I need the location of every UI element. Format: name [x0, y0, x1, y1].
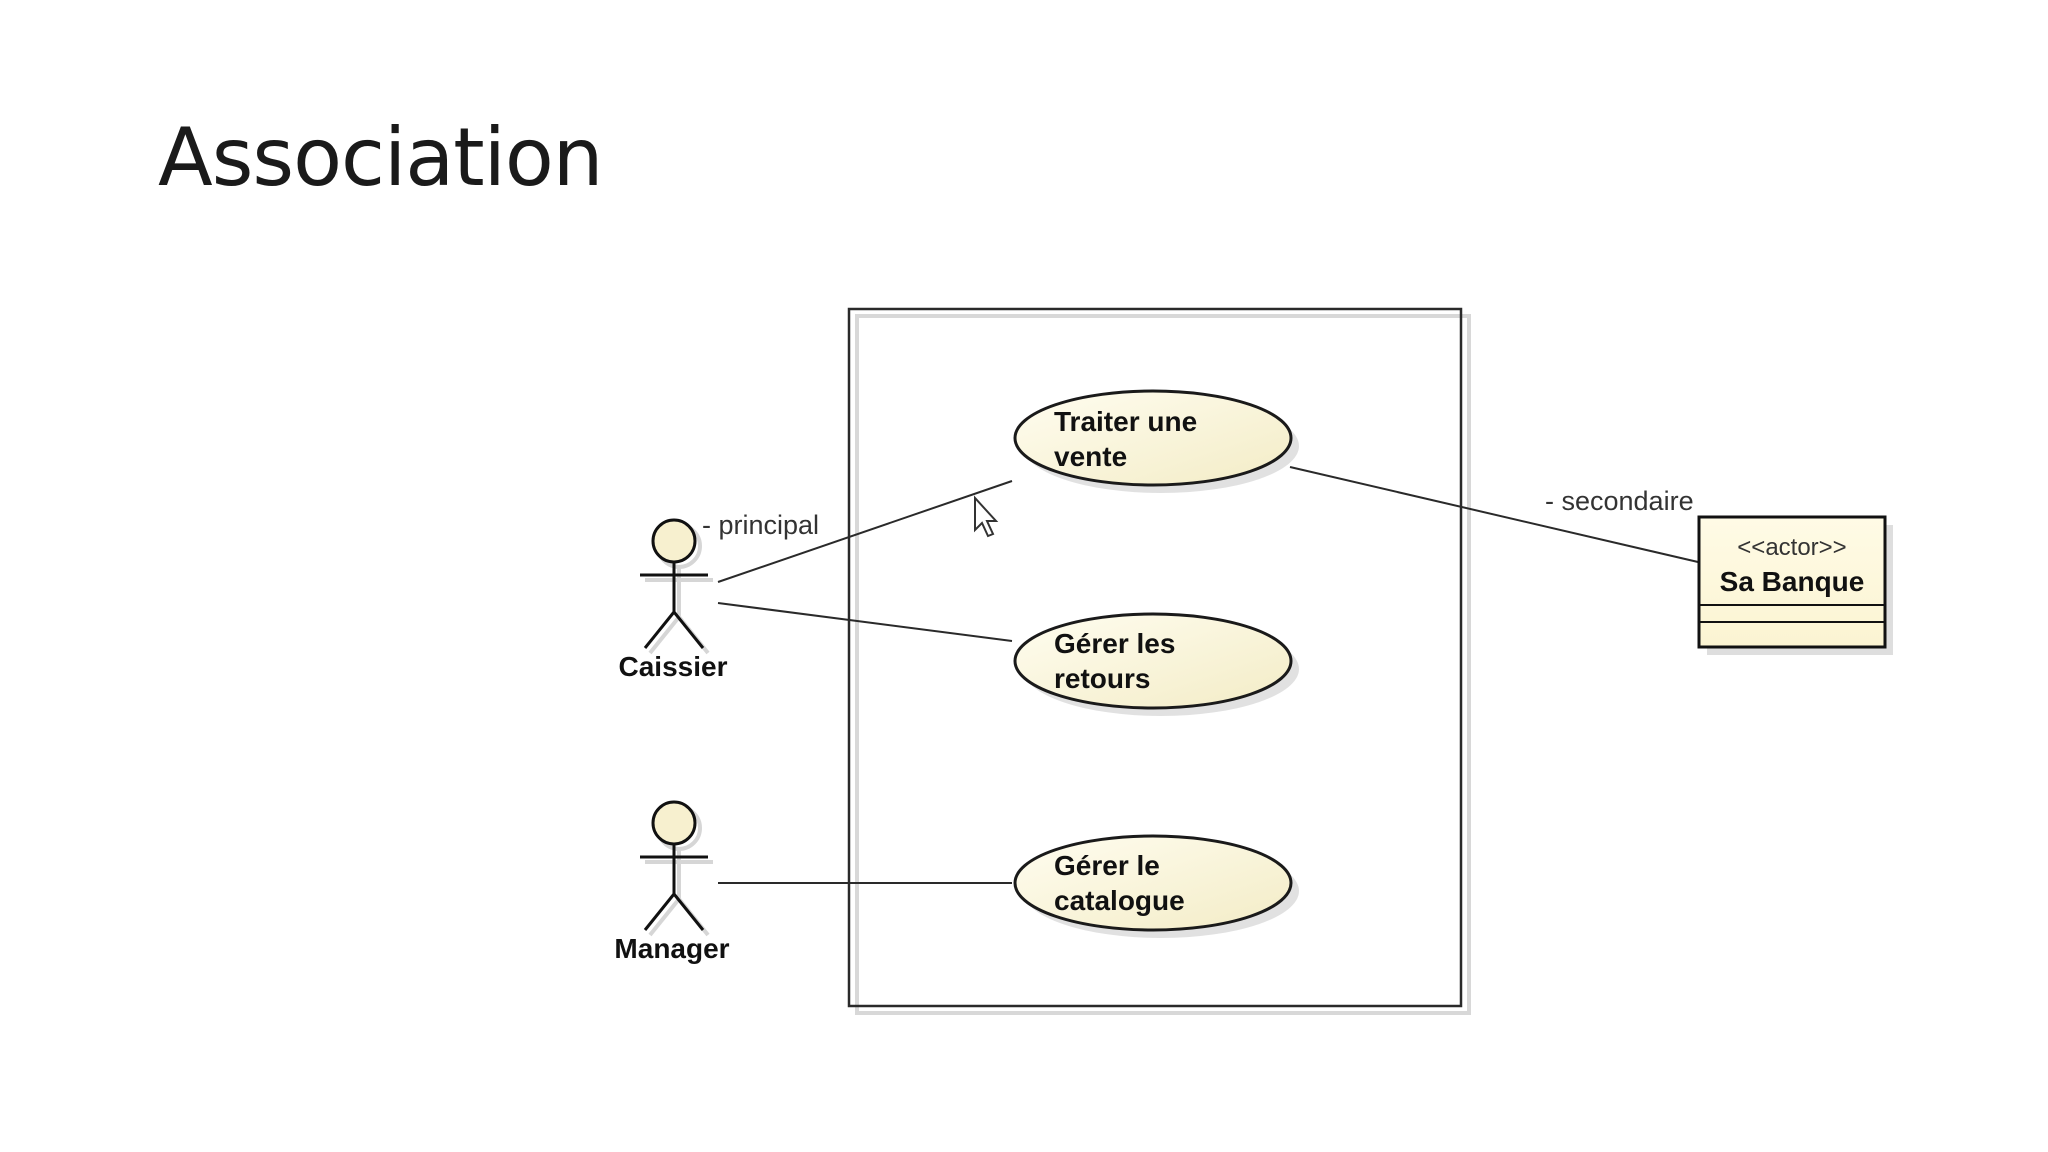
- mouse-cursor-icon: [974, 495, 999, 538]
- actor-head: [651, 800, 697, 846]
- association-traiter-banque[interactable]: [1289, 466, 1699, 563]
- use-case-label: retours: [1054, 663, 1150, 694]
- use-case-label: Traiter une: [1054, 406, 1197, 437]
- use-case-label: Gérer le: [1054, 850, 1160, 881]
- association-caissier-traiter[interactable]: [717, 480, 1013, 583]
- system-boundary: [847, 307, 1471, 1015]
- actor-caissier[interactable]: Caissier: [619, 518, 728, 682]
- use-case-gerer-le-catalogue[interactable]: Gérer le catalogue: [1013, 834, 1299, 938]
- use-case-label: catalogue: [1054, 885, 1185, 916]
- actor-head: [651, 518, 697, 564]
- actor-name-manager: Manager: [614, 933, 729, 964]
- actor-manager[interactable]: Manager: [614, 800, 730, 964]
- association-caissier-retours[interactable]: [717, 602, 1013, 642]
- role-label-principal: - principal: [702, 510, 819, 540]
- actor-name-sa-banque: Sa Banque: [1720, 566, 1865, 597]
- use-case-traiter-une-vente[interactable]: Traiter une vente: [1013, 389, 1299, 493]
- use-case-label: Gérer les: [1054, 628, 1175, 659]
- actor-name-caissier: Caissier: [619, 651, 728, 682]
- actor-box-sa-banque[interactable]: <<actor>> Sa Banque: [1697, 515, 1893, 655]
- use-case-gerer-les-retours[interactable]: Gérer les retours: [1013, 612, 1299, 716]
- actor-stereotype: <<actor>>: [1737, 534, 1846, 561]
- use-case-label: vente: [1054, 441, 1127, 472]
- slide-title: Association: [158, 111, 604, 204]
- role-label-secondaire: - secondaire: [1545, 486, 1694, 516]
